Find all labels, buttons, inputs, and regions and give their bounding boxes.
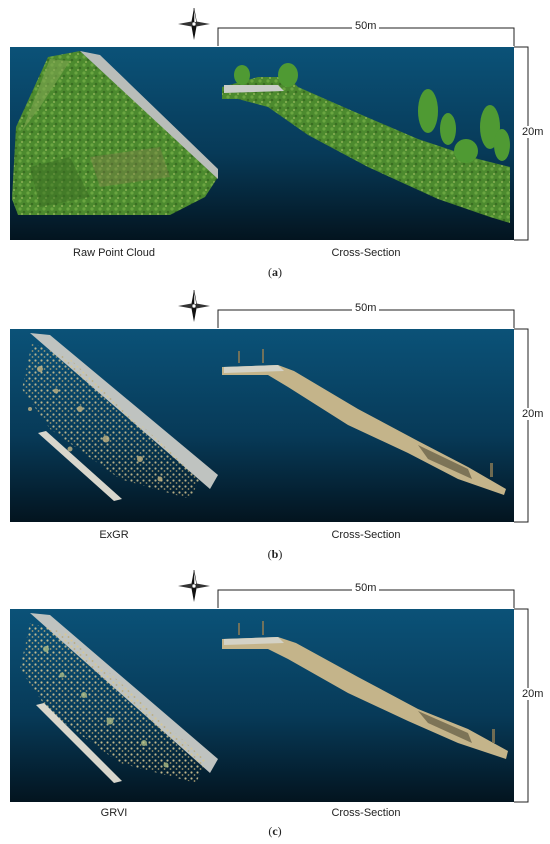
height-scale-bracket [514,46,529,241]
exgr-filtered-view [10,329,218,522]
height-scale-label: 20m [519,408,547,420]
right-caption: Cross-Section [331,807,401,819]
grvi-filtered-view [10,609,218,802]
height-scale-bracket [514,608,529,803]
width-scale-label: 50m [352,582,380,594]
right-caption: Cross-Section [331,247,401,259]
cross-section-view [218,329,514,522]
height-scale-label: 20m [519,126,547,138]
figure-panel-b: 50m 20m ExGR Cross [0,282,550,561]
width-scale-label: 50m [352,302,380,314]
figure-panel-c: 50m 20m GRVI Cross-Section [0,562,550,838]
subfigure-label: (c) [268,824,282,838]
raw-point-cloud-view [10,47,218,240]
compass-icon [178,7,210,40]
right-caption: Cross-Section [331,529,401,541]
cross-section-view [218,609,514,802]
subfigure-label: (b) [267,547,283,561]
compass-icon [178,289,210,322]
height-scale-bracket [514,328,529,523]
subfigure-label: (a) [268,265,282,279]
left-caption: Raw Point Cloud [73,247,155,259]
left-caption: GRVI [100,807,128,819]
width-scale-label: 50m [352,20,380,32]
left-caption: ExGR [99,529,129,541]
figure-panel-a: 50m [0,0,550,279]
height-scale-label: 20m [519,688,547,700]
cross-section-view [218,47,514,240]
compass-icon [178,569,210,602]
